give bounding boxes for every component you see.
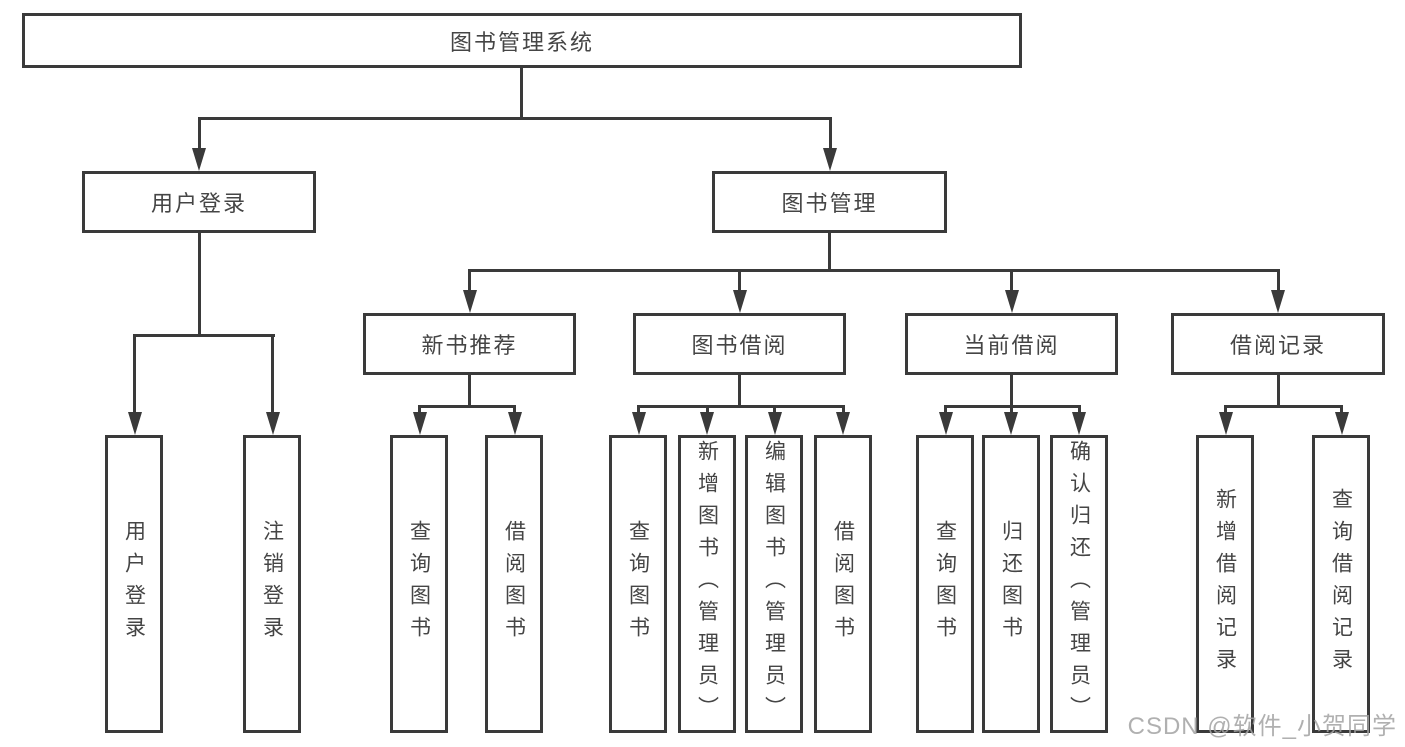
connector-drop-line bbox=[1276, 270, 1280, 294]
leaf-add-book-admin: 新增图书（管理员） bbox=[678, 435, 736, 733]
leaf-query-books-borrow: 查询图书 bbox=[609, 435, 667, 733]
arrow-down-icon bbox=[767, 412, 782, 435]
node-label: 新增图书（管理员） bbox=[695, 440, 719, 728]
connector-drop-line bbox=[1009, 406, 1013, 416]
node-new-book-recommend: 新书推荐 bbox=[363, 313, 576, 375]
connector-drop-line bbox=[197, 118, 201, 152]
arrow-down-icon bbox=[1271, 290, 1285, 313]
arrow-down-icon bbox=[507, 412, 522, 435]
leaf-add-borrow-record: 新增借阅记录 bbox=[1196, 435, 1254, 733]
arrow-down-icon bbox=[631, 412, 646, 435]
connector-drop-line bbox=[944, 406, 947, 416]
node-label: 当前借阅 bbox=[963, 333, 1060, 358]
leaf-logout-login: 注销登录 bbox=[243, 435, 301, 733]
node-current-borrow: 当前借阅 bbox=[905, 313, 1118, 375]
arrow-down-icon bbox=[1004, 290, 1019, 313]
node-label: 借阅图书 bbox=[831, 520, 855, 648]
leaf-borrow-books-recommend: 借阅图书 bbox=[485, 435, 543, 733]
node-label: 新增借阅记录 bbox=[1213, 488, 1237, 680]
watermark: CSDN @软件_小贺同学 bbox=[1127, 713, 1397, 740]
node-label: 确认归还（管理员） bbox=[1067, 440, 1091, 728]
connector-vline bbox=[468, 375, 471, 408]
connector-drop-line bbox=[637, 406, 640, 416]
node-label: 编辑图书（管理员） bbox=[762, 440, 786, 728]
connector-drop-line bbox=[418, 406, 421, 416]
connector-hline bbox=[1224, 404, 1343, 408]
connector-drop-line bbox=[773, 406, 776, 416]
node-label: 图书管理系统 bbox=[449, 29, 594, 55]
leaf-query-books-current: 查询图书 bbox=[916, 435, 974, 733]
arrow-down-icon bbox=[823, 148, 837, 171]
node-borrow-records: 借阅记录 bbox=[1171, 313, 1385, 375]
connector-drop-line bbox=[468, 270, 471, 294]
node-label: 归还图书 bbox=[999, 520, 1023, 648]
connector-drop-line bbox=[738, 270, 741, 294]
leaf-user-login: 用户登录 bbox=[105, 435, 163, 733]
arrow-down-icon bbox=[462, 290, 477, 313]
node-label: 查询图书 bbox=[626, 520, 650, 648]
node-book-management: 图书管理 bbox=[712, 171, 947, 233]
connector-vline bbox=[738, 375, 741, 408]
connector-vline bbox=[828, 233, 831, 272]
connector-drop-line bbox=[828, 118, 832, 152]
node-label: 用户登录 bbox=[150, 191, 247, 216]
leaf-confirm-return-admin: 确认归还（管理员） bbox=[1050, 435, 1108, 733]
arrow-down-icon bbox=[412, 412, 427, 435]
connector-drop-line bbox=[1340, 406, 1343, 416]
node-label: 借阅记录 bbox=[1229, 333, 1326, 358]
connector-drop-line bbox=[271, 335, 274, 416]
arrow-down-icon bbox=[192, 148, 206, 171]
node-label: 注销登录 bbox=[260, 520, 284, 648]
arrow-down-icon bbox=[700, 412, 714, 435]
connector-vline bbox=[519, 68, 523, 120]
leaf-return-books: 归还图书 bbox=[982, 435, 1040, 733]
leaf-edit-book-admin: 编辑图书（管理员） bbox=[745, 435, 803, 733]
connector-hline bbox=[197, 116, 832, 120]
leaf-query-books-recommend: 查询图书 bbox=[390, 435, 448, 733]
arrow-down-icon bbox=[1218, 412, 1233, 435]
connector-hline bbox=[637, 404, 845, 408]
connector-hline bbox=[418, 404, 516, 408]
node-user-login: 用户登录 bbox=[82, 171, 316, 233]
connector-vline bbox=[1276, 375, 1280, 408]
connector-drop-line bbox=[133, 335, 136, 416]
node-library-management-system: 图书管理系统 bbox=[22, 13, 1022, 68]
connector-drop-line bbox=[841, 406, 845, 416]
node-label: 新书推荐 bbox=[421, 333, 518, 358]
connector-drop-line bbox=[513, 406, 516, 416]
node-label: 查询借阅记录 bbox=[1329, 488, 1353, 680]
arrow-down-icon bbox=[1072, 412, 1086, 435]
arrow-down-icon bbox=[732, 290, 747, 313]
node-label: 图书管理 bbox=[781, 191, 878, 216]
connector-drop-line bbox=[1224, 406, 1227, 416]
connector-drop-line bbox=[705, 406, 709, 416]
connector-hline bbox=[133, 333, 275, 337]
arrow-down-icon bbox=[1334, 412, 1349, 435]
arrow-down-icon bbox=[1004, 412, 1018, 435]
node-label: 查询图书 bbox=[407, 520, 431, 648]
node-label: 图书借阅 bbox=[691, 333, 788, 358]
arrow-down-icon bbox=[265, 412, 280, 435]
arrow-down-icon bbox=[127, 412, 142, 435]
connector-vline bbox=[197, 233, 201, 337]
connector-drop-line bbox=[1010, 270, 1013, 294]
connector-vline bbox=[1010, 375, 1013, 408]
arrow-down-icon bbox=[938, 412, 953, 435]
connector-hline bbox=[468, 268, 1280, 272]
node-label: 用户登录 bbox=[122, 520, 146, 648]
node-label: 借阅图书 bbox=[502, 520, 526, 648]
node-book-borrow: 图书借阅 bbox=[633, 313, 846, 375]
connector-drop-line bbox=[1077, 406, 1081, 416]
node-label: 查询图书 bbox=[933, 520, 957, 648]
leaf-query-borrow-record: 查询借阅记录 bbox=[1312, 435, 1370, 733]
leaf-borrow-books: 借阅图书 bbox=[814, 435, 872, 733]
arrow-down-icon bbox=[836, 412, 850, 435]
